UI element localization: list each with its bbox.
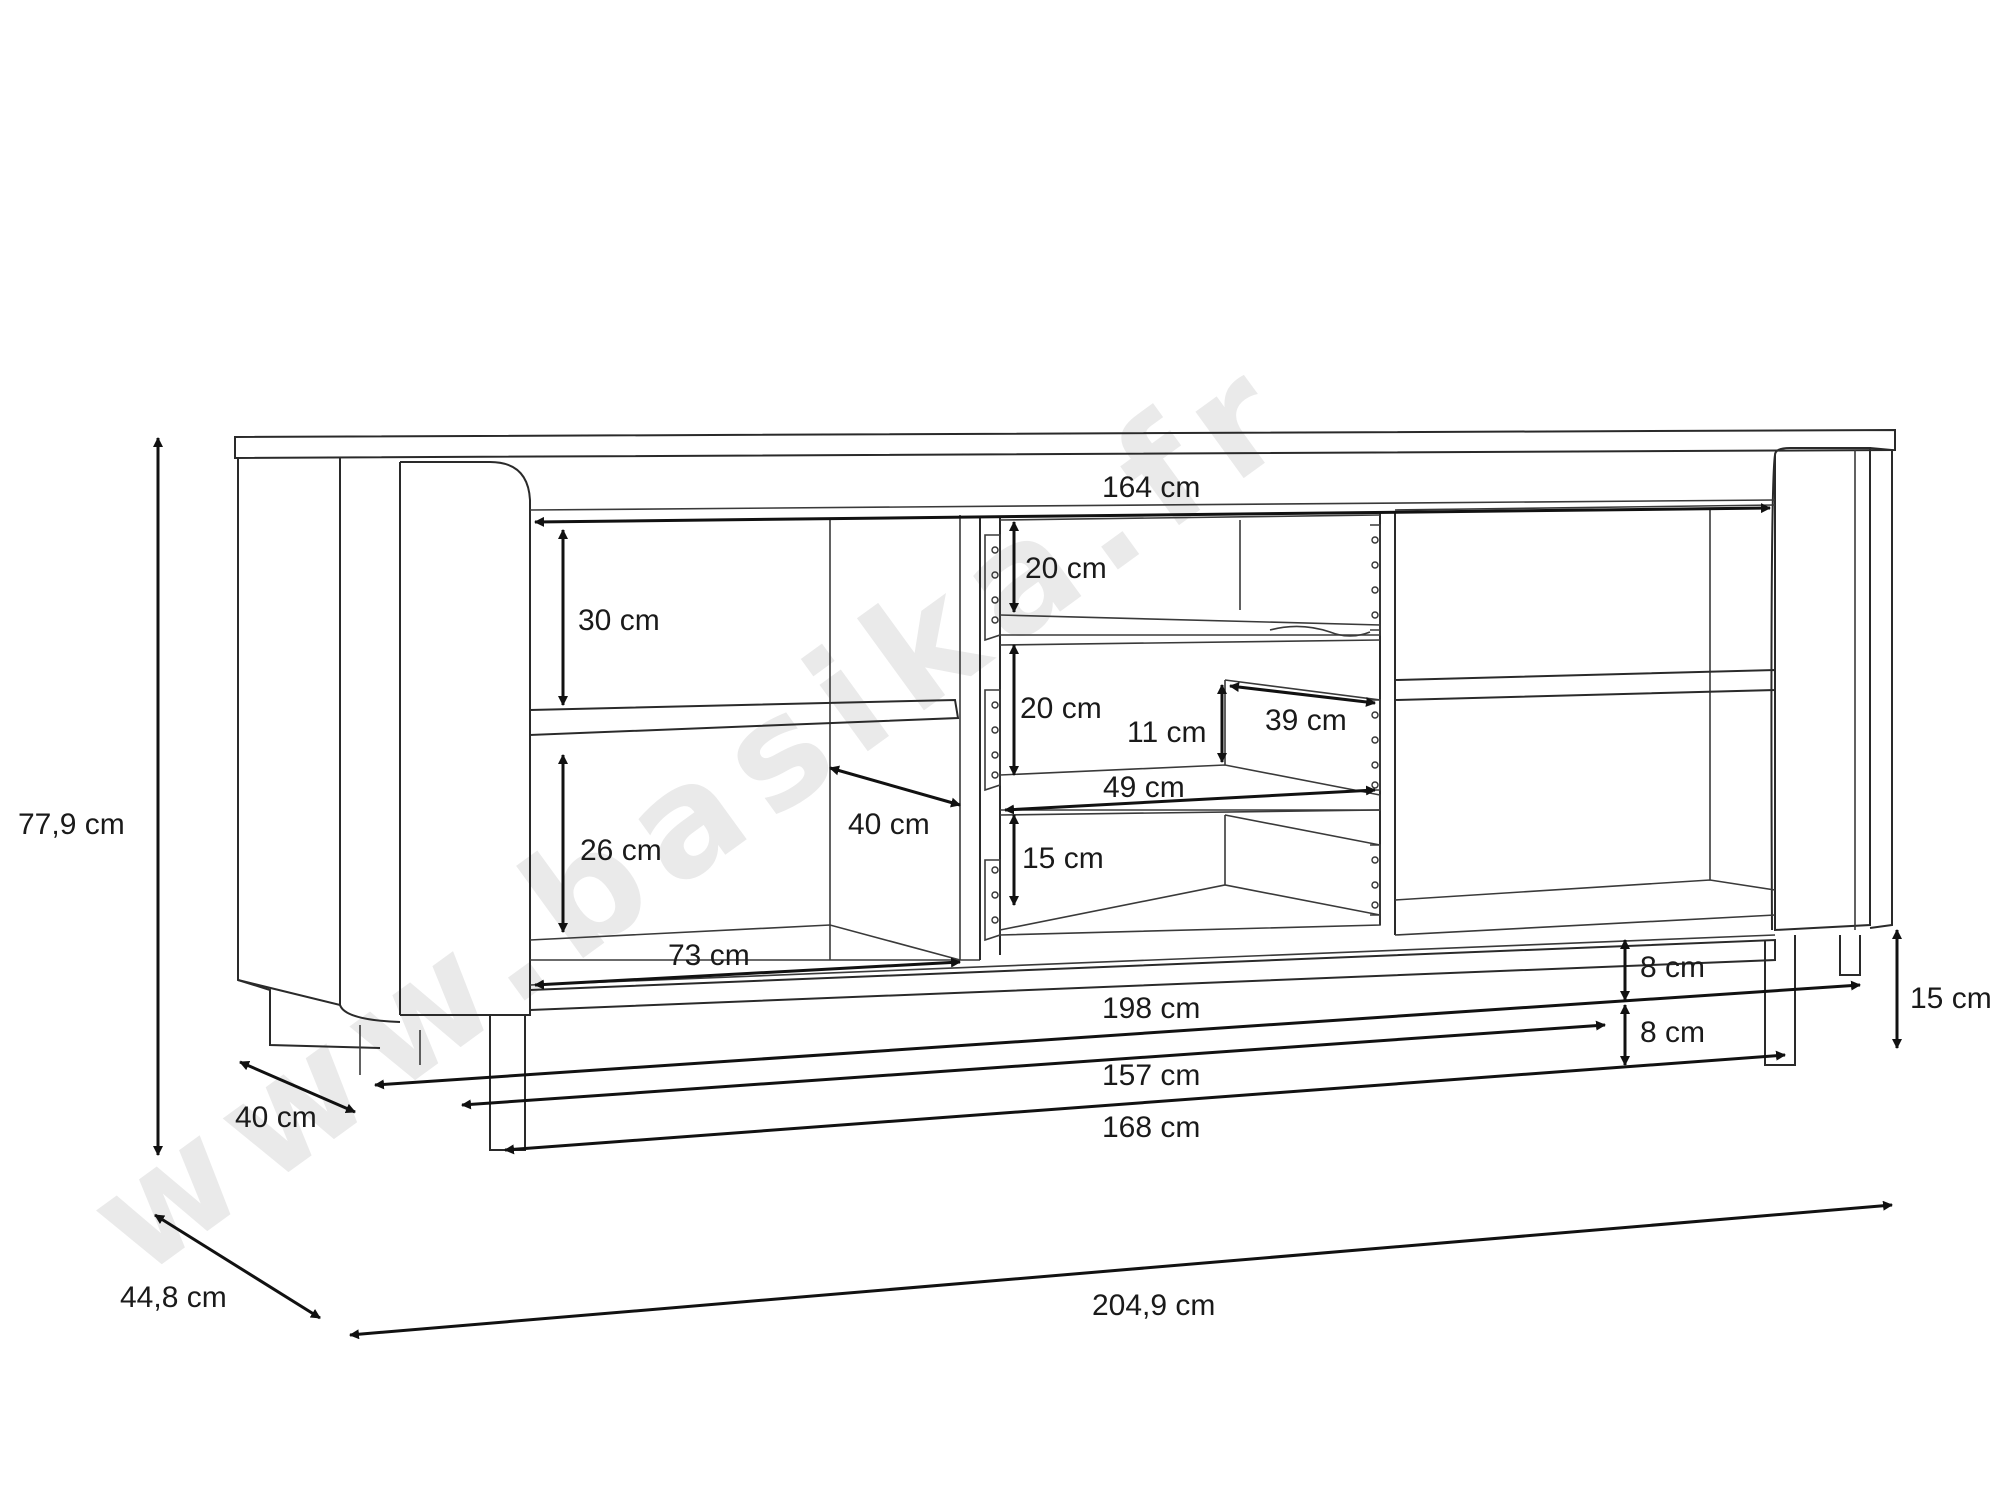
label-total-height: 77,9 cm xyxy=(18,808,125,841)
label-total-depth: 44,8 cm xyxy=(120,1281,227,1314)
dimension-labels: 77,9 cm 44,8 cm 40 cm 204,9 cm 164 cm 30… xyxy=(18,471,1992,1322)
label-base-width: 198 cm xyxy=(1102,992,1200,1025)
label-left-compartment-width: 73 cm xyxy=(668,939,750,972)
label-plinth-upper: 8 cm xyxy=(1640,951,1705,984)
label-total-width: 204,9 cm xyxy=(1092,1289,1215,1322)
label-drawer-inner-height: 11 cm xyxy=(1127,716,1206,749)
watermark: www.basika.fr xyxy=(59,320,1329,1309)
label-leg-height: 15 cm xyxy=(1910,982,1992,1015)
label-drawer-inner-width: 49 cm xyxy=(1103,771,1185,804)
label-drawer2-height: 20 cm xyxy=(1020,692,1102,725)
label-left-lower-height: 26 cm xyxy=(580,834,662,867)
label-left-shelf-depth: 40 cm xyxy=(848,808,930,841)
svg-text:www.basika.fr: www.basika.fr xyxy=(59,320,1329,1309)
label-drawer-inner-depth: 39 cm xyxy=(1265,704,1347,737)
label-leg-span-inner: 157 cm xyxy=(1102,1059,1200,1092)
label-drawer1-height: 20 cm xyxy=(1025,552,1107,585)
label-drawer3-height: 15 cm xyxy=(1022,842,1104,875)
label-plinth-lower: 8 cm xyxy=(1640,1016,1705,1049)
label-interior-width: 164 cm xyxy=(1102,471,1200,504)
label-leg-span-outer: 168 cm xyxy=(1102,1111,1200,1144)
label-left-upper-height: 30 cm xyxy=(578,604,660,637)
label-inner-depth: 40 cm xyxy=(235,1101,317,1134)
dimension-arrows xyxy=(153,437,1902,1340)
